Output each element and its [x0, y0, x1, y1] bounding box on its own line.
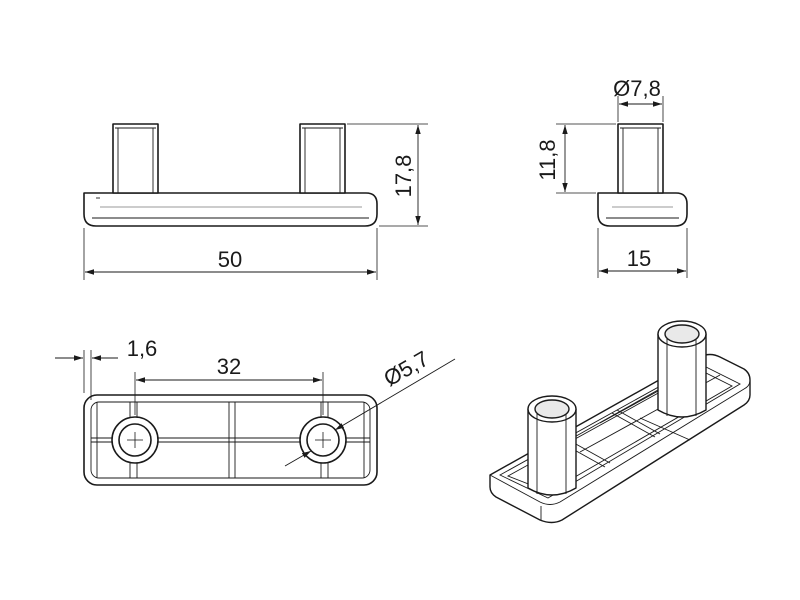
- front-view: [83, 123, 378, 227]
- pin-spacing-label: 32: [217, 354, 241, 379]
- height-label: 17,8: [391, 155, 416, 198]
- dimension-width: 15: [597, 228, 688, 278]
- dimension-pin-diameter: Ø7,8: [613, 76, 664, 122]
- width-label: 15: [627, 246, 651, 271]
- wall-label: 1,6: [127, 336, 158, 361]
- dimension-length: 50: [83, 228, 378, 280]
- length-label: 50: [218, 247, 242, 272]
- dimension-wall: 1,6: [55, 336, 157, 400]
- side-view: [597, 123, 688, 227]
- isometric-view: [489, 320, 751, 524]
- dimension-height: 17,8: [347, 123, 428, 227]
- pin-diameter-label: Ø7,8: [613, 76, 661, 101]
- bore-diameter-label: Ø5,7: [379, 346, 433, 392]
- dimension-pin-spacing: 32: [134, 354, 324, 415]
- pin-height-label: 11,8: [535, 139, 560, 180]
- top-view: [83, 394, 378, 486]
- dimension-pin-height: 11,8: [535, 123, 616, 194]
